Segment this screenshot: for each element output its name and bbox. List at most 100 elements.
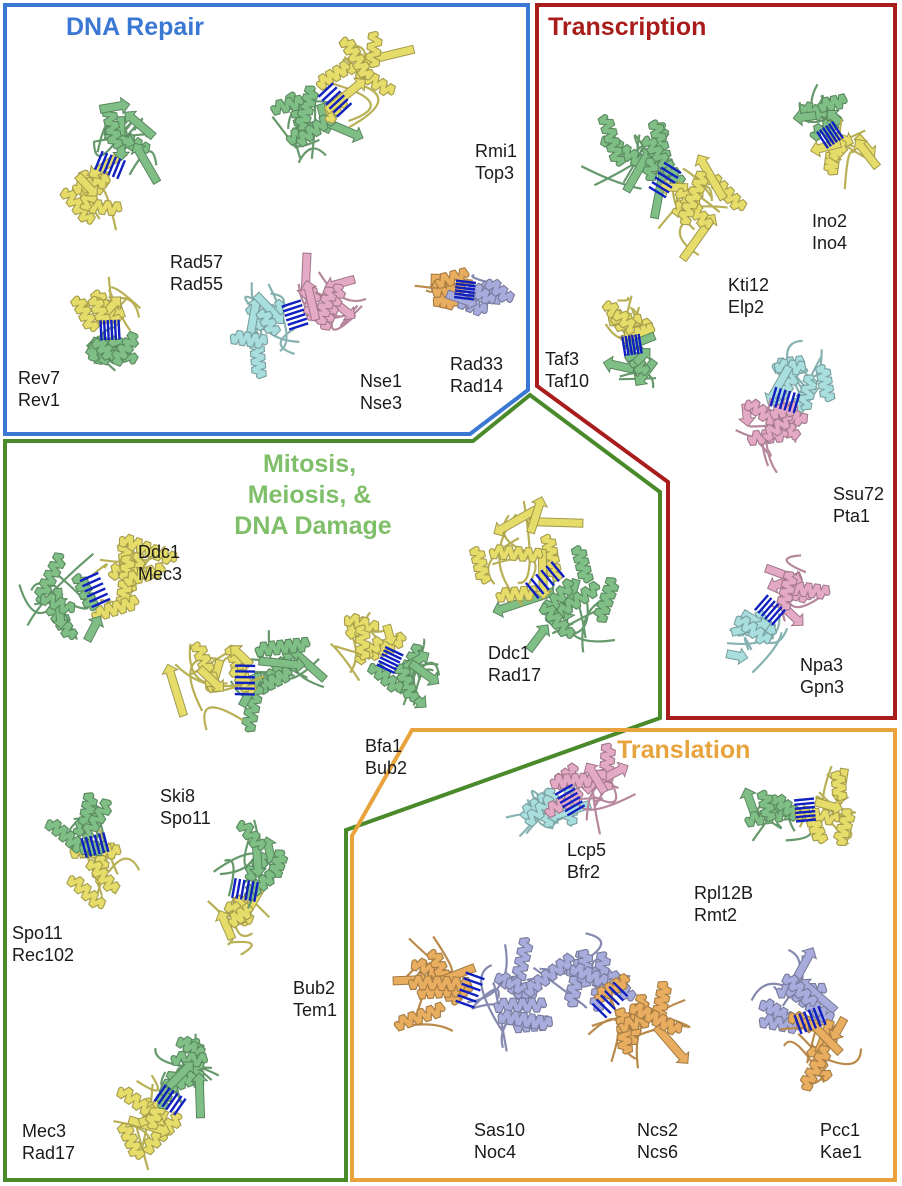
protein-name: Mec3 bbox=[138, 564, 182, 584]
crosslinks-ssu72-pta1 bbox=[769, 386, 801, 414]
crosslinks-rmi1-top3 bbox=[317, 82, 353, 118]
protein-name: Bub2 bbox=[293, 978, 335, 998]
crosslinks-rad33-rad14 bbox=[453, 279, 477, 301]
translation-panel bbox=[350, 728, 897, 1182]
transcription-panel bbox=[535, 3, 897, 720]
crosslinks-ddc1-rad17 bbox=[524, 561, 566, 599]
protein-name: Rad17 bbox=[22, 1143, 75, 1163]
structure-ssu72-pta1 bbox=[735, 339, 836, 474]
crosslinks-rpl12b-rmt2 bbox=[793, 797, 817, 823]
protein-name: Spo11 bbox=[12, 923, 63, 943]
structure-ddc1-rad17 bbox=[468, 496, 620, 654]
structure-rad55-rad57 bbox=[59, 96, 162, 231]
protein-name: Rad17 bbox=[488, 665, 541, 685]
dna-repair-panel bbox=[3, 3, 530, 436]
structure-lcp5-bfr2 bbox=[505, 742, 637, 838]
protein-name: Bfa1 bbox=[365, 736, 402, 756]
protein-name: Rad55 bbox=[170, 274, 223, 294]
structure-sas10-noc4 bbox=[392, 935, 554, 1052]
protein-name: Npa3 bbox=[800, 655, 843, 675]
protein-name: Spo11 bbox=[160, 808, 211, 828]
protein-name: Elp2 bbox=[728, 297, 764, 317]
crosslinks-ski8-spo11 bbox=[234, 664, 256, 696]
protein-name: Kti12 bbox=[728, 275, 769, 295]
structure-bub2-tem1 bbox=[207, 819, 289, 956]
protein-name: Rad14 bbox=[450, 376, 503, 396]
protein-name: Taf10 bbox=[545, 371, 589, 391]
protein-name: Ssu72 bbox=[833, 484, 884, 504]
protein-name: Lcp5 bbox=[567, 840, 606, 860]
protein-name: Nse1 bbox=[360, 371, 402, 391]
structure-kti12-elp2 bbox=[580, 113, 748, 263]
protein-name: Noc4 bbox=[474, 1142, 516, 1162]
structure-rmi1-top3 bbox=[270, 30, 416, 164]
crosslinks-npa3-gpn3 bbox=[753, 594, 787, 626]
protein-name: Rpl12B bbox=[694, 883, 753, 903]
mitosis-title: Mitosis, Meiosis, & DNA Damage bbox=[234, 450, 392, 540]
crosslinks-rad55-rad57 bbox=[93, 150, 127, 180]
structure-taf3-taf10 bbox=[601, 295, 659, 389]
crosslinks-pcc1-kae1 bbox=[793, 1005, 827, 1035]
protein-name: Pta1 bbox=[833, 506, 870, 526]
crosslinks-mec3-rad17 bbox=[153, 1084, 187, 1116]
structure-rev1-rev7 bbox=[69, 276, 142, 372]
crosslinks-ddc1-mec3 bbox=[79, 571, 111, 609]
protein-name: Ino2 bbox=[812, 211, 847, 231]
protein-name: Rec102 bbox=[12, 945, 74, 965]
structure-spo11-rec102 bbox=[44, 792, 141, 910]
protein-name: Top3 bbox=[475, 163, 514, 183]
crosslinks-ino2-ino4 bbox=[815, 121, 845, 149]
crosslinks-nse1-nse3 bbox=[281, 299, 309, 331]
structure-ncs2-ncs6 bbox=[523, 932, 691, 1069]
protein-name: Nse3 bbox=[360, 393, 402, 413]
translation-title: Translation bbox=[617, 736, 750, 764]
protein-name: Rev7 bbox=[18, 368, 60, 388]
protein-name: Bfr2 bbox=[567, 862, 600, 882]
crosslinks-spo11-rec102 bbox=[80, 832, 110, 858]
structure-ski8-spo11 bbox=[161, 630, 329, 733]
protein-name: Taf3 bbox=[545, 349, 579, 369]
crosslinks-bfa1-bub2 bbox=[376, 645, 404, 675]
crosslinks-sas10-noc4 bbox=[455, 971, 485, 1009]
protein-name: Rad57 bbox=[170, 252, 223, 272]
crosslinks-bub2-tem1 bbox=[231, 877, 259, 903]
protein-name: Ski8 bbox=[160, 786, 195, 806]
structure-rpl12b-rmt2 bbox=[739, 765, 857, 846]
protein-name: Gpn3 bbox=[800, 677, 844, 697]
